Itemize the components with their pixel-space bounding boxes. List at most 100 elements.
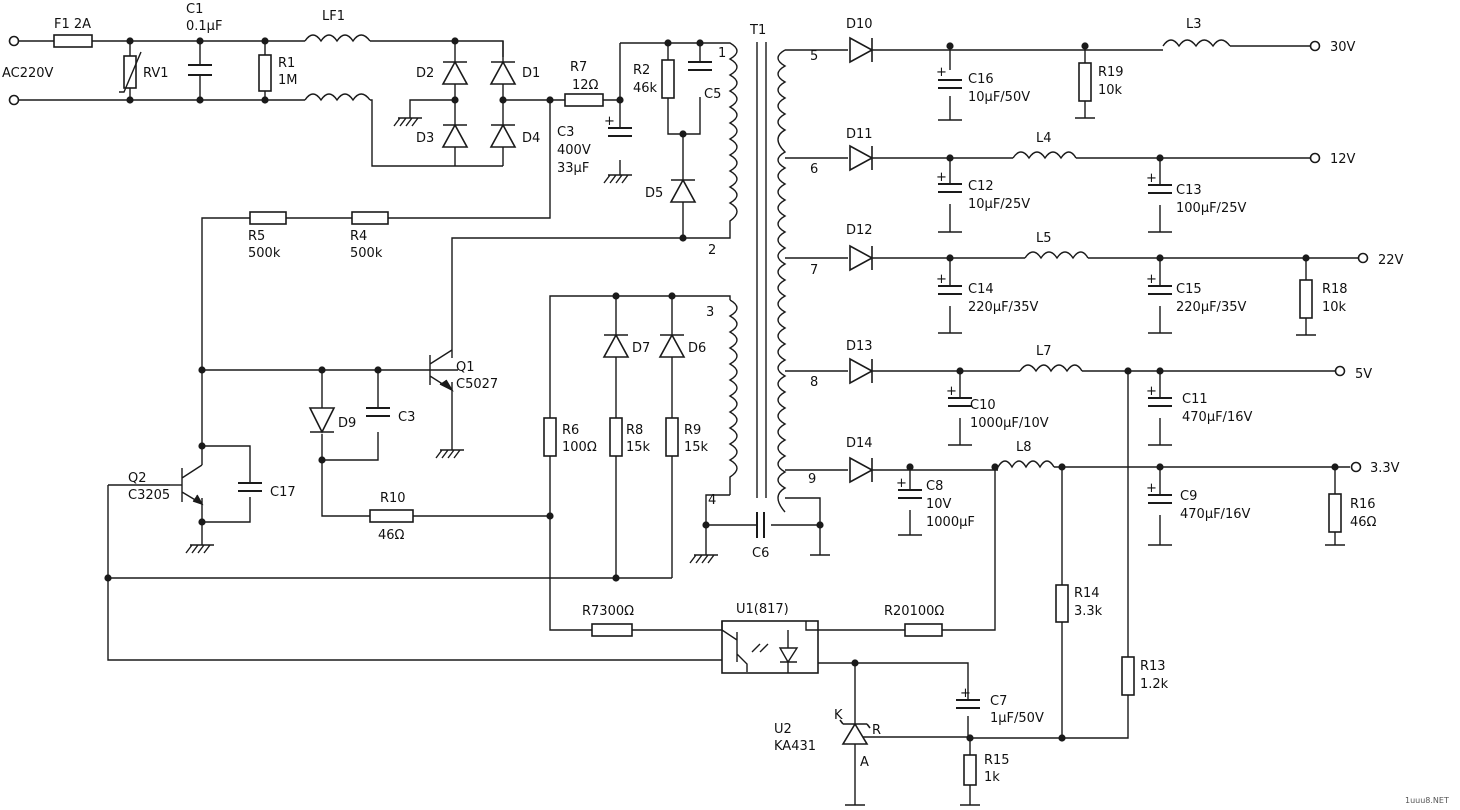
label-r10: R10 [380,491,406,506]
label-r13: R13 [1140,659,1166,674]
label-r14-val: 3.3k [1074,604,1103,619]
svg-text:+: + [1146,272,1157,287]
label-c8: C8 [926,479,943,494]
svg-text:+: + [936,272,947,287]
label-r1-val: 1M [278,73,298,88]
label-d10: D10 [846,17,873,32]
svg-text:+: + [936,170,947,185]
svg-text:+: + [1146,384,1157,399]
diodes [308,36,874,745]
resistor-r2 [661,59,675,99]
svg-text:+: + [604,114,615,129]
label-r18-val: 10k [1322,300,1347,315]
resistor-r1 [258,54,272,92]
label-r9-val: 15k [684,440,709,455]
label-c15-val: 220μF/35V [1176,300,1246,315]
label-c13: C13 [1176,183,1202,198]
resistor-r8 [609,417,623,457]
label-pin4: 4 [708,493,716,508]
label-r8: R8 [626,423,643,438]
resistor-r9 [665,417,679,457]
label-pin8: 8 [810,375,818,390]
label-d13: D13 [846,339,873,354]
label-c8-c: 1000μF [926,515,975,530]
label-l3: L3 [1186,17,1202,32]
label-r19-val: 10k [1098,83,1123,98]
label-r2: R2 [633,63,650,78]
transistors [170,349,454,506]
label-c3: C3 [398,410,415,425]
label-q2: Q2 [128,471,147,486]
varistor-rv1 [123,55,137,89]
label-pin5: 5 [810,49,818,64]
label-r18: R18 [1322,282,1348,297]
label-r19: R19 [1098,65,1124,80]
label-r7: R7 [570,60,587,75]
label-l5: L5 [1036,231,1052,246]
ground-symbols [185,117,1345,806]
label-pin1: 1 [718,46,726,61]
resistor-r7 [564,93,604,107]
label-d12: D12 [846,223,873,238]
label-out30: 30V [1330,40,1356,55]
svg-text:+: + [960,686,971,701]
label-q2-val: C3205 [128,488,170,503]
label-d7: D7 [632,341,650,356]
label-d4: D4 [522,131,540,146]
label-a: A [860,755,869,770]
label-out12: 12V [1330,152,1356,167]
label-r14: R14 [1074,586,1100,601]
resistor-r14 [1055,584,1069,623]
label-pin3: 3 [706,305,714,320]
label-pin9: 9 [808,472,816,487]
label-d5: D5 [645,186,663,201]
label-c11: C11 [1182,392,1208,407]
optocoupler-u1 [721,620,819,674]
label-c6: C6 [752,546,769,561]
label-f1: F1 2A [54,17,91,32]
resistors [53,34,1342,786]
label-ac-input: AC220V [2,66,54,81]
svg-text:+: + [896,476,907,491]
fuse-f1 [53,34,93,48]
svg-text:+: + [1146,481,1157,496]
resistor-r18 [1299,279,1313,319]
label-r13-val: 1.2k [1140,677,1169,692]
label-r4-val: 500k [350,246,383,261]
label-d3: D3 [416,131,434,146]
label-l4: L4 [1036,131,1052,146]
label-r1: R1 [278,56,295,71]
label-r5: R5 [248,229,265,244]
label-k: K [834,708,843,723]
label-c16: C16 [968,72,994,87]
label-d14: D14 [846,436,873,451]
resistor-r4 [351,211,389,225]
label-c12-val: 10μF/25V [968,197,1030,212]
label-pin7: 7 [810,263,818,278]
wires [18,40,1358,805]
svg-text:+: + [946,384,957,399]
resistor-r6 [543,417,557,457]
label-rv1: RV1 [143,66,169,81]
label-r7b: R7300Ω [582,604,634,619]
label-c10-val: 1000μF/10V [970,416,1049,431]
label-d6: D6 [688,341,706,356]
resistor-r7300 [591,623,633,637]
label-c5: C5 [704,87,721,102]
terminals [8,35,1369,473]
label-c15: C15 [1176,282,1202,297]
label-c3-in-c: 33μF [557,161,589,176]
resistor-r5 [249,211,287,225]
label-r5-val: 500k [248,246,281,261]
label-r4: R4 [350,229,367,244]
label-lf1: LF1 [322,9,345,24]
label-r16: R16 [1350,497,1376,512]
label-c11-val: 470μF/16V [1182,410,1252,425]
resistor-r15 [963,754,977,786]
capacitors: + + + + + + + + + + + [188,61,1172,709]
label-c14-val: 220μF/35V [968,300,1038,315]
label-l7: L7 [1036,344,1052,359]
label-t1: T1 [749,23,766,38]
